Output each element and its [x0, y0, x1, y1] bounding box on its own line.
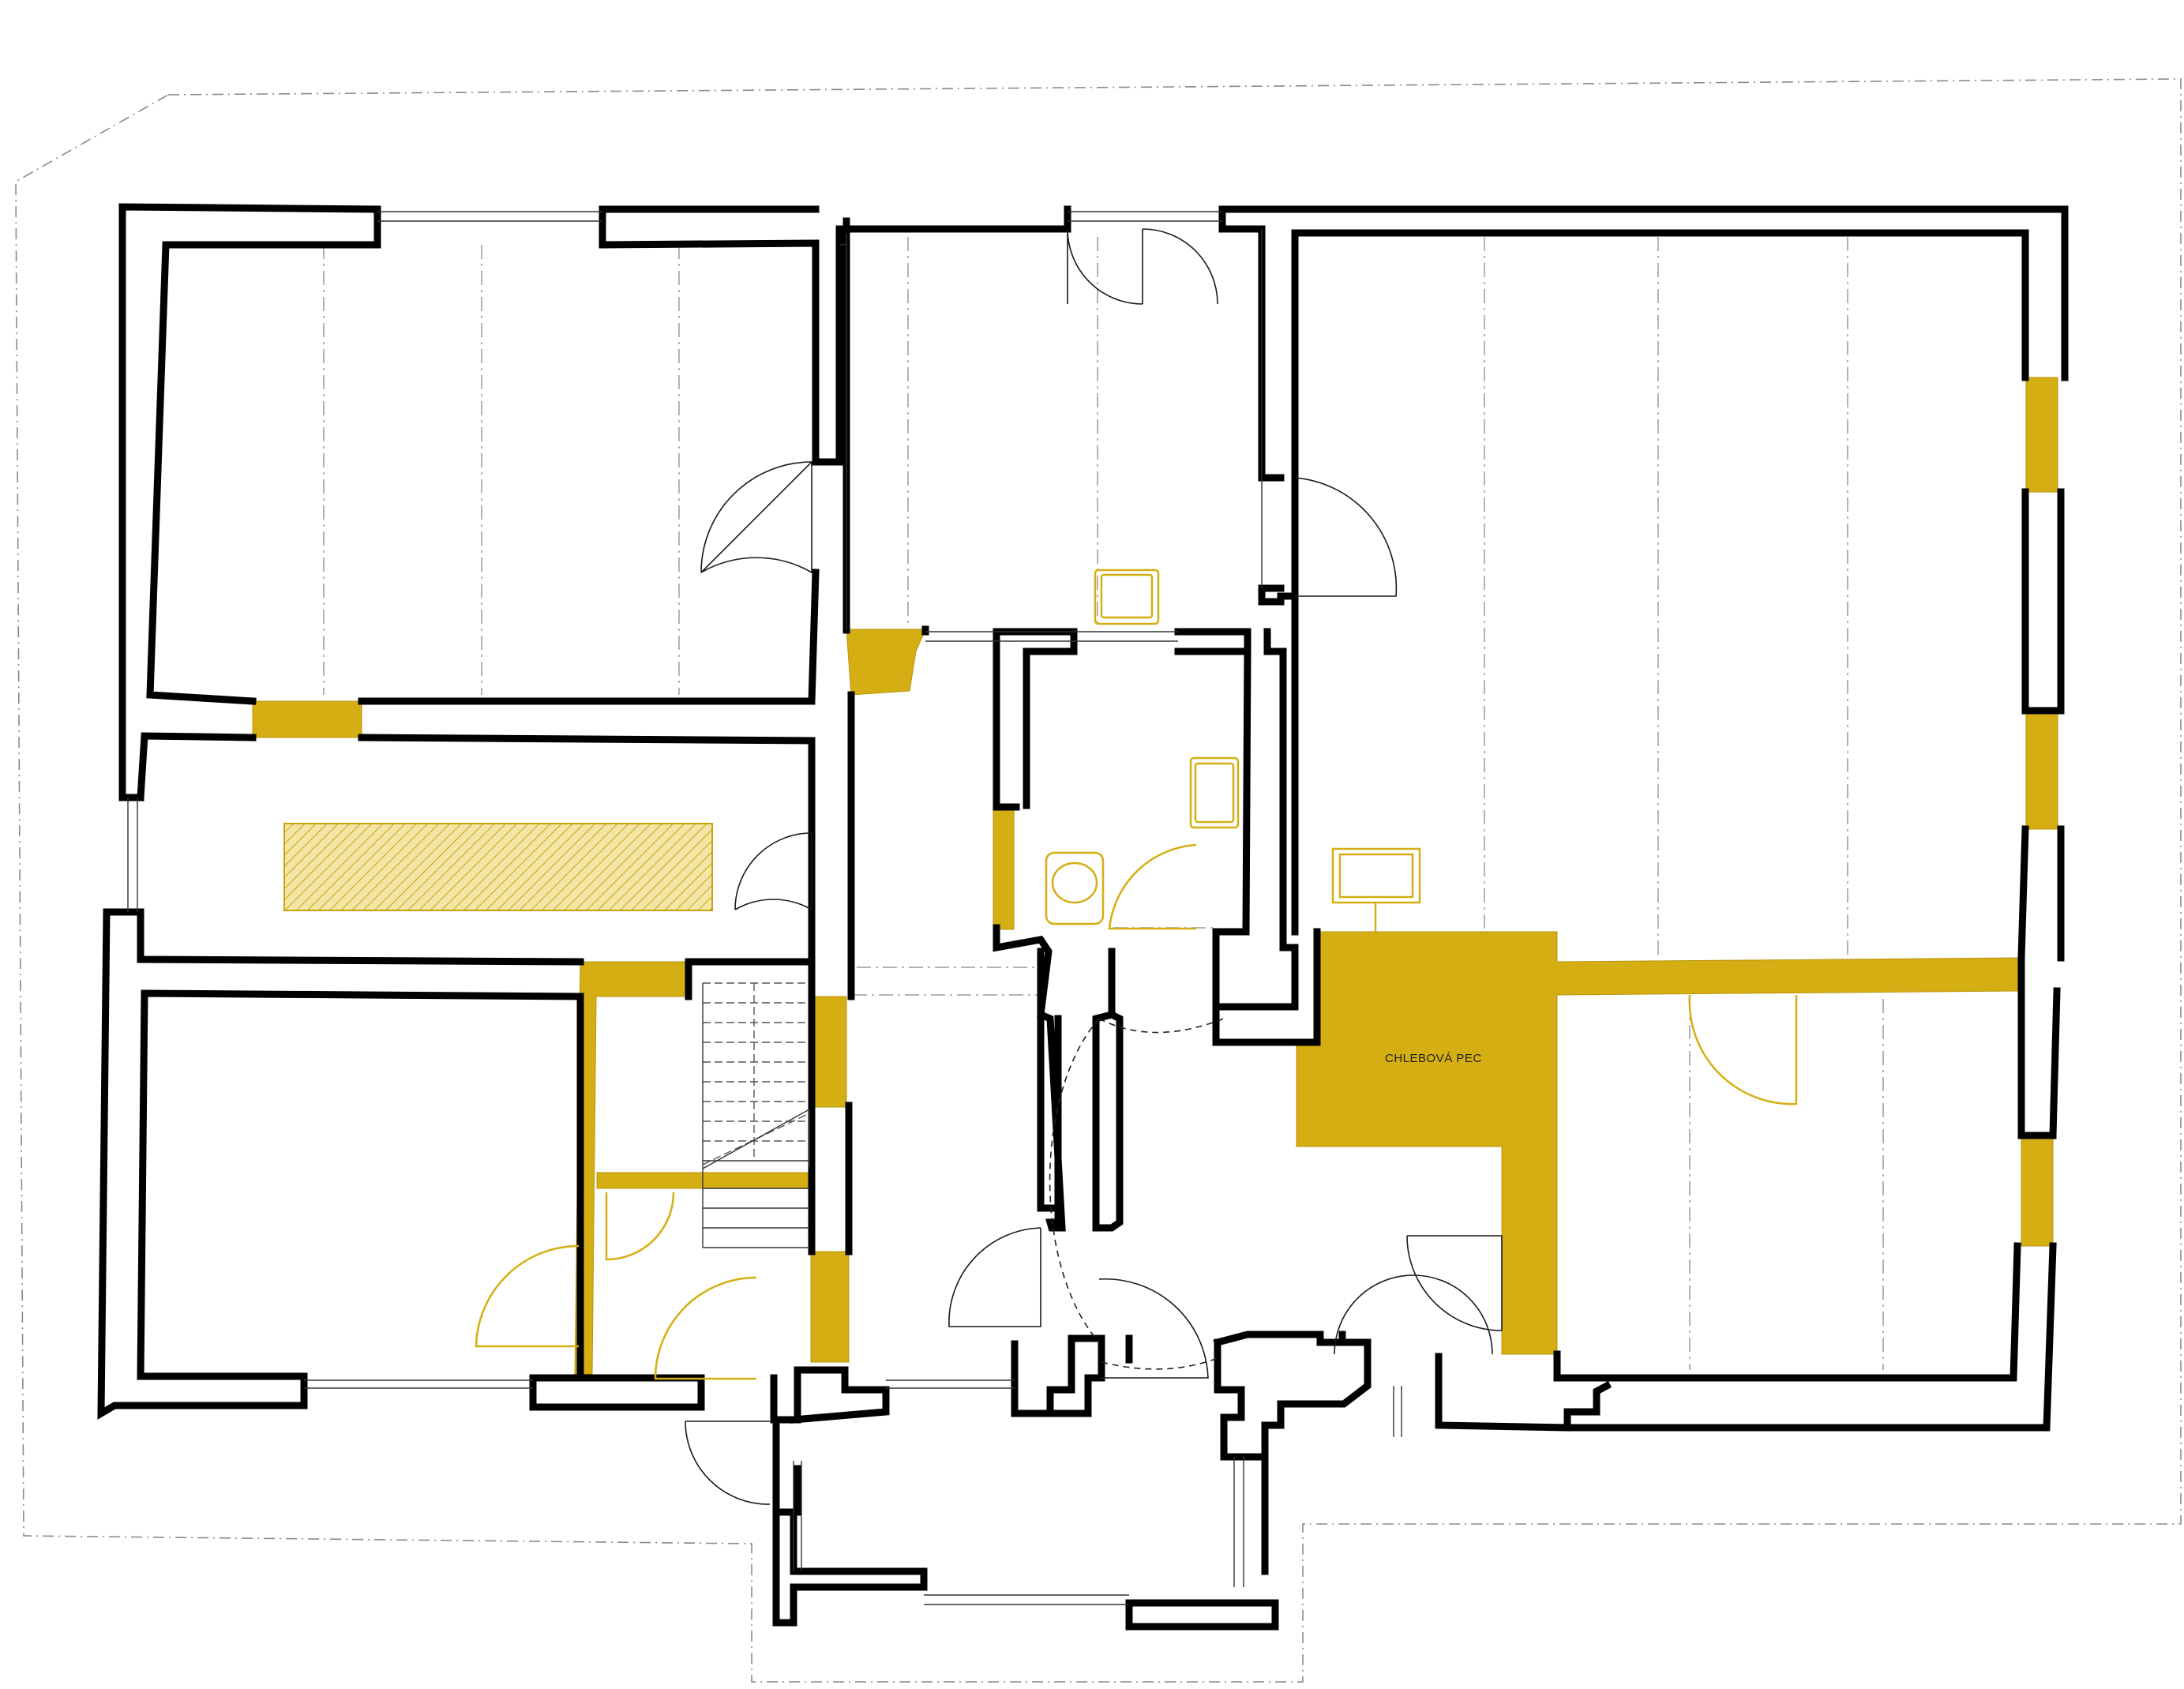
- windows: [127, 211, 1402, 1605]
- stove: [1331, 847, 1421, 904]
- highlighted-walls: [252, 377, 2058, 1375]
- beam-lines: [323, 237, 1884, 1370]
- staircase: [702, 982, 810, 1248]
- toilet: [1045, 851, 1105, 925]
- oven-label: CHLEBOVÁ PEC: [1385, 1052, 1482, 1065]
- sink: [1094, 569, 1160, 625]
- site-outline: [15, 78, 2182, 1683]
- new-doors: [475, 843, 1798, 1380]
- walls: [97, 203, 2069, 1631]
- doors: [685, 228, 1503, 1505]
- sanitary-fixtures: [1045, 569, 1421, 932]
- hatched-element: [283, 823, 713, 911]
- sink: [1189, 756, 1240, 829]
